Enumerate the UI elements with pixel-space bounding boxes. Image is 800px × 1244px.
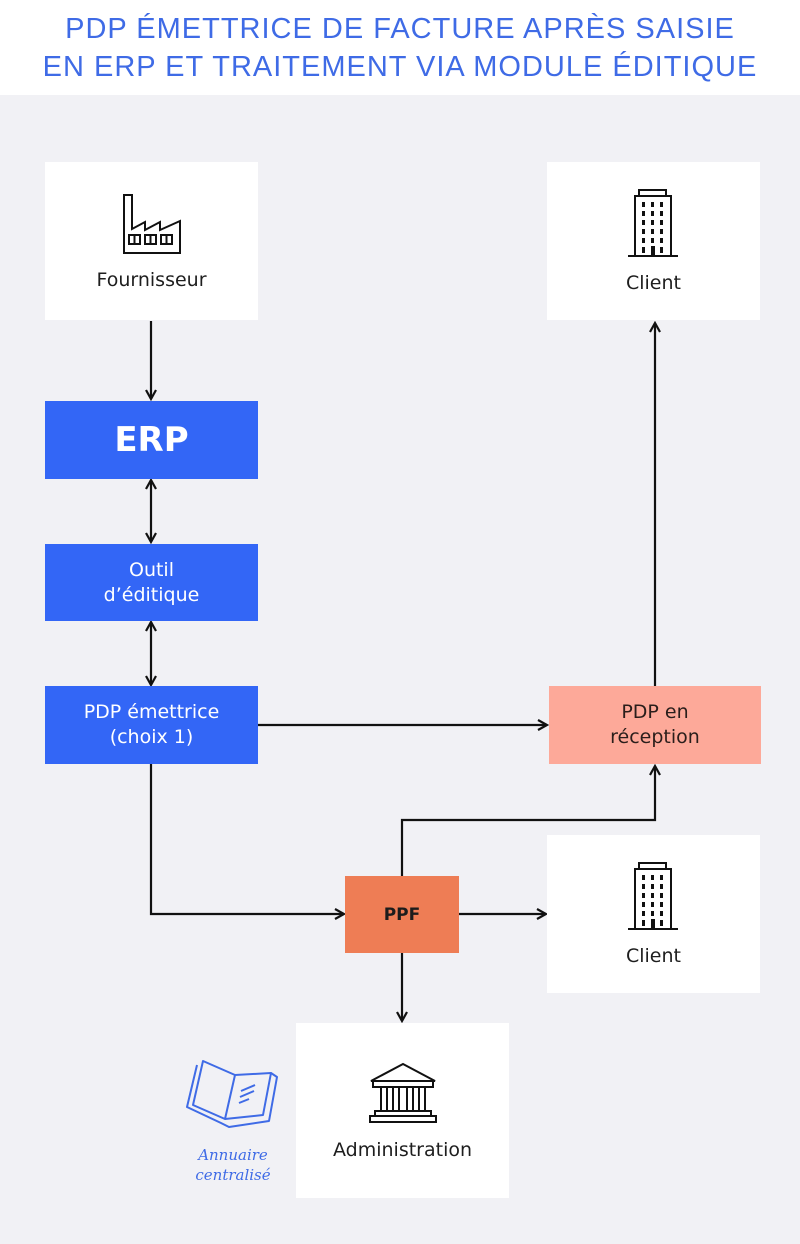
node-outil-line-1: Outil (128, 558, 174, 581)
open-book-icon (186, 1060, 278, 1128)
office-building-icon (627, 862, 678, 930)
edge-ppf-pdp-reception (400, 766, 655, 876)
node-ppf: PPF (345, 876, 459, 953)
node-pdp-reception-line-1: PDP en (621, 701, 689, 723)
node-client-bottom: Client (547, 835, 760, 993)
node-pdp-reception-line-2: réception (610, 726, 700, 748)
node-pdp-reception: PDP en réception (549, 686, 761, 764)
office-building-icon (627, 189, 678, 257)
node-erp: ERP (45, 401, 258, 479)
node-ppf-label: PPF (383, 904, 421, 925)
government-building-icon (368, 1062, 437, 1123)
node-outil-line-2: d’éditique (103, 583, 200, 606)
node-fournisseur: Fournisseur (45, 162, 258, 320)
annuaire-label-line-1: Annuaire (198, 1146, 268, 1164)
page-title: PDP ÉMETTRICE DE FACTURE APRÈS SAISIE EN… (0, 10, 800, 86)
edge-pdp-emettrice-ppf (149, 764, 344, 914)
annuaire-centralise: Annuaire centralisé (178, 1055, 288, 1185)
node-pdp-emettrice-line-1: PDP émettrice (83, 701, 220, 723)
node-administration-label: Administration (332, 1138, 473, 1161)
factory-icon (122, 194, 181, 254)
header: PDP ÉMETTRICE DE FACTURE APRÈS SAISIE EN… (0, 0, 800, 95)
node-erp-label: ERP (114, 419, 189, 460)
title-line-1: PDP ÉMETTRICE DE FACTURE APRÈS SAISIE (65, 13, 735, 45)
annuaire-label-line-2: centralisé (195, 1166, 271, 1184)
node-client-bottom-label: Client (625, 945, 681, 967)
node-pdp-emettrice-line-2: (choix 1) (109, 726, 194, 748)
node-administration: Administration (296, 1023, 509, 1198)
node-client-top: Client (547, 162, 760, 320)
node-fournisseur-label: Fournisseur (96, 269, 207, 291)
node-client-top-label: Client (625, 272, 681, 294)
node-outil-editique: Outil d’éditique (45, 544, 258, 621)
title-line-2: EN ERP ET TRAITEMENT VIA MODULE ÉDITIQUE (42, 51, 758, 83)
node-pdp-emettrice: PDP émettrice (choix 1) (45, 686, 258, 764)
